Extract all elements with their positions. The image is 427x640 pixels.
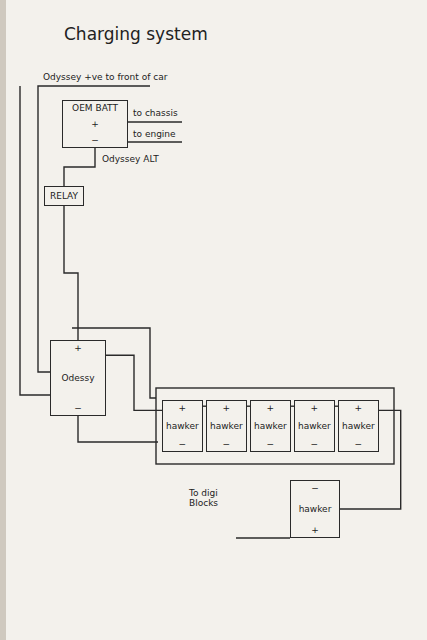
terminal-sign: − <box>311 483 319 493</box>
terminal-sign: + <box>91 119 99 129</box>
paper-ground <box>6 0 427 640</box>
note-label: Odyssey +ve to front of car <box>42 72 168 82</box>
terminal-sign: + <box>311 403 319 413</box>
box-label: hawker <box>342 421 375 431</box>
battery-box: + Odessy − <box>50 340 106 416</box>
terminal-sign: + <box>74 343 82 353</box>
positive-bus-wire <box>72 328 156 398</box>
terminal-sign: − <box>267 439 275 449</box>
wire-connector <box>64 148 95 186</box>
ground-wire <box>78 416 158 442</box>
box-label: hawker <box>299 504 332 514</box>
diagram-title: Charging system <box>64 24 208 44</box>
battery-box: − hawker + <box>290 480 340 538</box>
terminal-sign: + <box>355 403 363 413</box>
terminal-sign: − <box>179 439 187 449</box>
box-label: OEM BATT <box>72 103 118 113</box>
note-label: to engine <box>132 129 177 139</box>
note-label: to chassis <box>132 108 179 118</box>
terminal-sign: − <box>91 135 99 145</box>
terminal-sign: − <box>223 439 231 449</box>
battery-box: OEM BATT + − <box>62 100 128 148</box>
box-label: hawker <box>166 421 199 431</box>
terminal-sign: − <box>74 403 82 413</box>
return-wire <box>20 86 50 395</box>
wire-connector <box>64 206 78 340</box>
battery-box: + hawker − <box>294 400 335 452</box>
chassis-wire <box>128 121 182 122</box>
battery-box: + hawker − <box>250 400 291 452</box>
box-label: RELAY <box>50 191 78 201</box>
engine-wire <box>128 141 182 142</box>
note-label: To digi Blocks <box>188 488 240 509</box>
digi-feed-wire <box>236 537 290 538</box>
terminal-sign: + <box>311 525 319 535</box>
box-label: hawker <box>298 421 331 431</box>
battery-box: + hawker − <box>338 400 379 452</box>
terminal-sign: − <box>355 439 363 449</box>
box-label: Odessy <box>61 373 94 383</box>
bank-bus-outline <box>156 388 394 464</box>
battery-box: + hawker − <box>162 400 203 452</box>
battery-box: + hawker − <box>206 400 247 452</box>
box-label: hawker <box>210 421 243 431</box>
relay-box: RELAY <box>44 186 84 206</box>
wire-connector <box>106 355 162 410</box>
wire-connector <box>340 410 401 509</box>
terminal-sign: + <box>267 403 275 413</box>
box-label: hawker <box>254 421 287 431</box>
wire-label: Odyssey ALT <box>101 154 160 164</box>
terminal-sign: + <box>179 403 187 413</box>
terminal-sign: − <box>311 439 319 449</box>
terminal-sign: + <box>223 403 231 413</box>
